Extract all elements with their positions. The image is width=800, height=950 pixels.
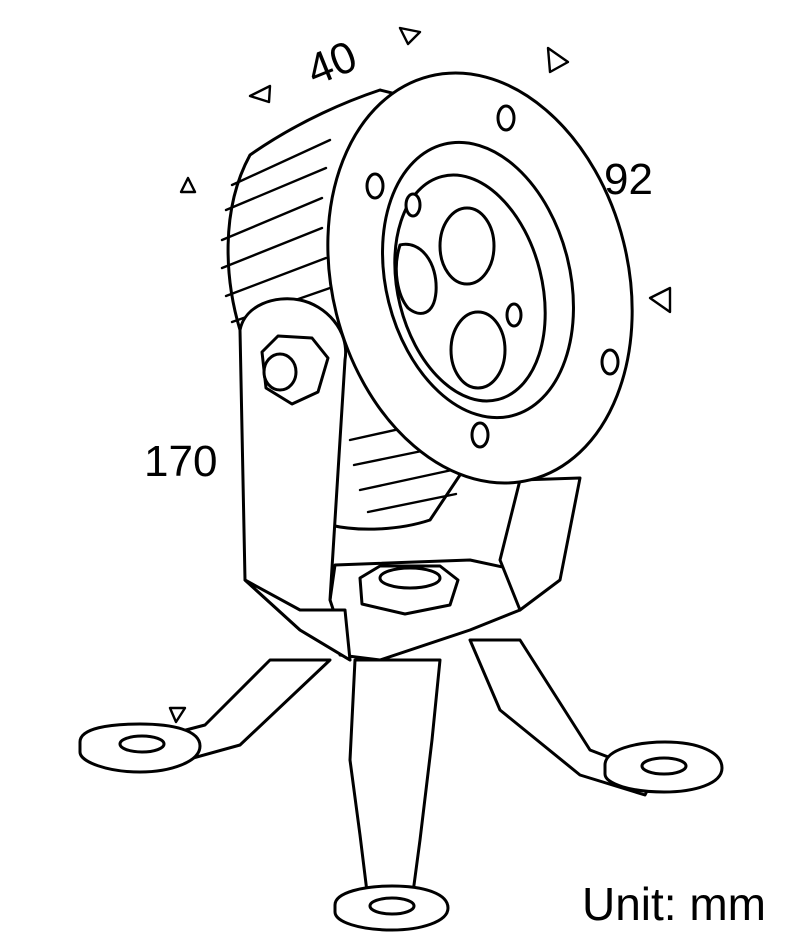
triangle-marker-icon xyxy=(179,176,197,194)
triangle-marker-icon xyxy=(546,46,570,74)
dimension-height: 170 xyxy=(144,437,217,486)
led-icon xyxy=(438,206,496,286)
led-icon xyxy=(394,242,438,315)
bracket-front xyxy=(243,578,352,662)
triangle-marker-icon xyxy=(398,26,422,46)
unit-label: Unit: mm xyxy=(582,878,766,930)
left-foot xyxy=(78,722,202,774)
dimension-depth: 40 xyxy=(300,32,364,96)
lens-ring xyxy=(393,173,547,403)
triangle-marker-icon xyxy=(648,286,672,314)
led-lenses xyxy=(394,206,507,390)
triangle-marker-icon xyxy=(248,84,272,104)
center-leg xyxy=(348,658,442,902)
screw-holes xyxy=(365,104,620,449)
side-bracket xyxy=(238,297,352,662)
right-foot xyxy=(603,740,724,794)
hex-bolt-icon xyxy=(260,334,330,406)
tripod-feet xyxy=(78,722,724,932)
front-bezel xyxy=(326,71,634,485)
base-right-bracket xyxy=(498,476,582,612)
triangle-marker-icon xyxy=(168,706,187,724)
tripod-legs xyxy=(138,638,657,902)
dimension-diameter: 92 xyxy=(604,155,653,204)
dimension-markers xyxy=(168,26,672,724)
led-icon xyxy=(449,310,507,390)
center-foot xyxy=(333,884,450,932)
